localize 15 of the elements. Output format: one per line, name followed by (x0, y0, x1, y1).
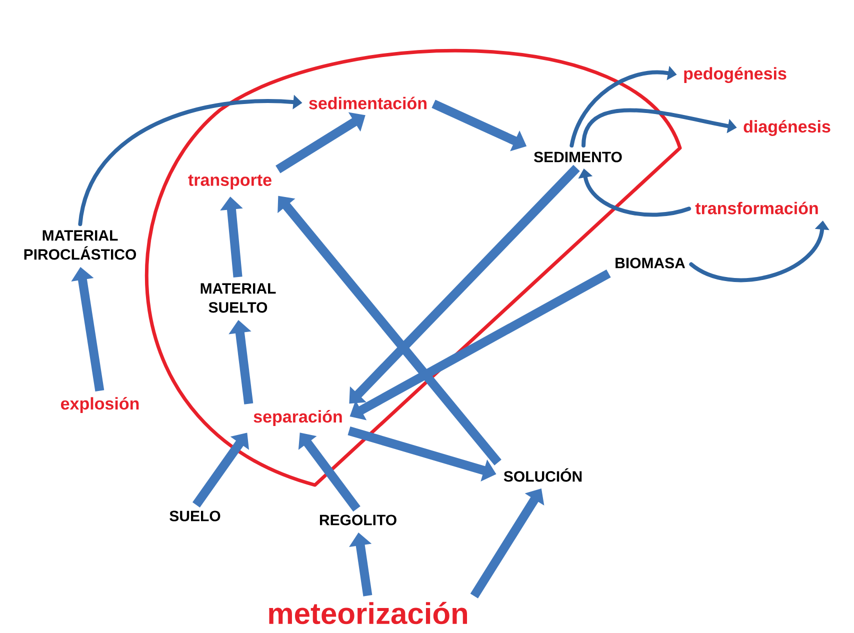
node-text: meteorización (269, 602, 467, 624)
node-text: transformación (695, 202, 818, 214)
node-text: SOLUCIÓN (504, 468, 582, 482)
node-text: sedimentación (309, 96, 426, 110)
node-text: REGOLITO (320, 514, 396, 526)
node-text: explosión (61, 397, 139, 413)
node-text: separación (254, 410, 342, 426)
node-text: pedogénesis (684, 66, 786, 84)
node-text: SUELO (170, 510, 220, 522)
node-text: BIOMASA (616, 258, 686, 268)
node-text: diagénesis (744, 120, 830, 136)
node-text: SEDIMENTO (534, 152, 622, 162)
node-text: MATERIAL SUELTO (200, 283, 276, 313)
node-text: transporte (188, 174, 272, 190)
node-text: MATERIAL PIROCLÁSTICO (24, 230, 136, 260)
